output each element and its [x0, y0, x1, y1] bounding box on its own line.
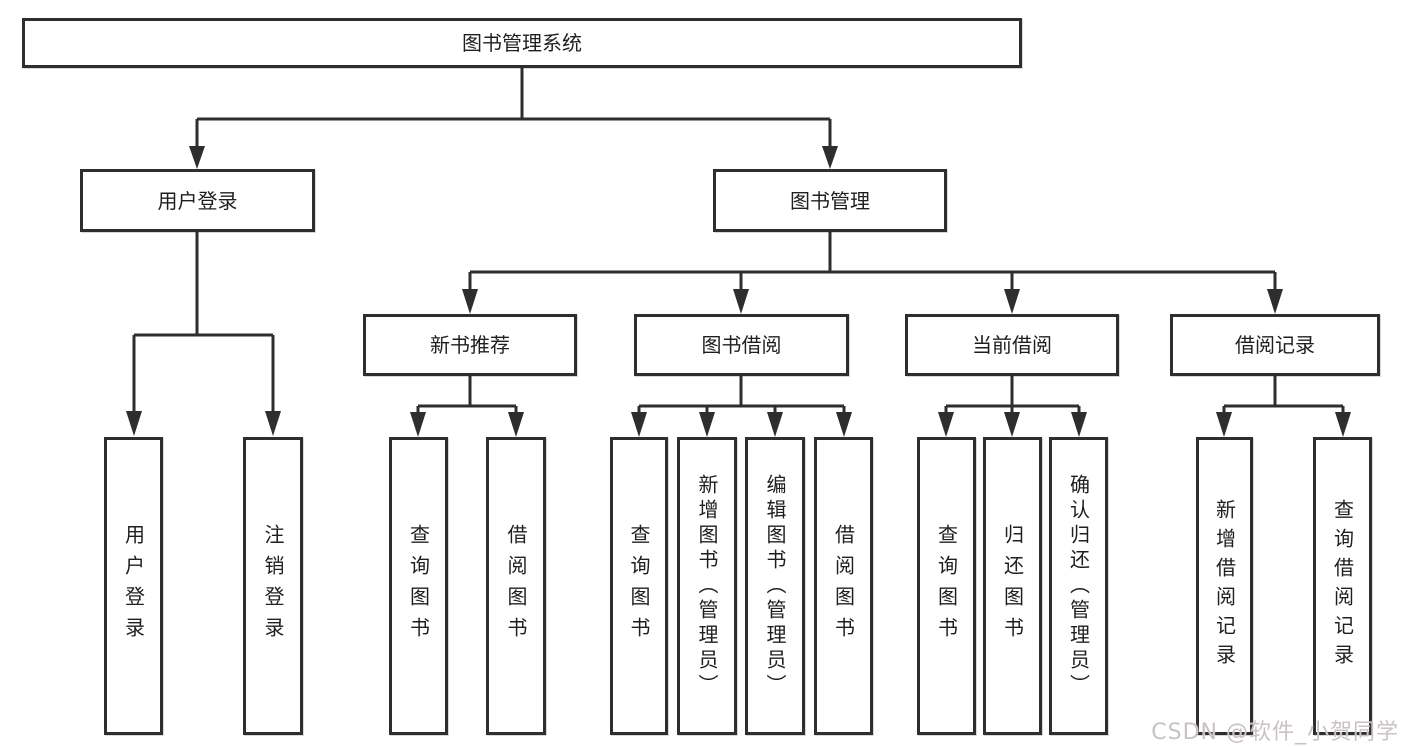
leaf-confirm-return-admin: 确认归还（管理员） [1049, 437, 1108, 735]
node-label: 借阅记录 [1235, 333, 1315, 357]
node-new-book-recommend: 新书推荐 [363, 314, 577, 376]
node-label: 借阅图书 [831, 524, 856, 648]
leaf-query-book: 查询图书 [389, 437, 448, 735]
node-label: 新书推荐 [430, 333, 510, 357]
node-label: 查询借阅记录 [1330, 499, 1355, 673]
node-book-borrow: 图书借阅 [634, 314, 849, 376]
leaf-query-book: 查询图书 [610, 437, 668, 735]
node-current-borrow: 当前借阅 [905, 314, 1119, 376]
arrow-down-icon [767, 412, 783, 437]
arrow-down-icon [410, 412, 426, 437]
node-label: 当前借阅 [972, 333, 1052, 357]
node-label: 借阅图书 [504, 524, 528, 648]
leaf-logout: 注销登录 [243, 437, 303, 735]
arrow-down-icon [733, 289, 749, 314]
node-label: 用户登录 [121, 524, 146, 648]
node-label: 用户登录 [157, 188, 238, 213]
arrow-down-icon [189, 146, 205, 169]
arrow-down-icon [1335, 412, 1351, 437]
node-label: 查询图书 [934, 524, 959, 648]
leaf-return-book: 归还图书 [983, 437, 1042, 735]
arrow-down-icon [265, 411, 281, 436]
node-borrow-record: 借阅记录 [1170, 314, 1380, 376]
arrow-down-icon [1071, 412, 1087, 437]
node-root-library-system: 图书管理系统 [22, 18, 1022, 68]
node-label: 新增图书（管理员） [695, 473, 719, 699]
leaf-query-borrow-record: 查询借阅记录 [1313, 437, 1372, 735]
arrow-down-icon [938, 412, 954, 437]
node-label: 确认归还（管理员） [1066, 473, 1091, 699]
node-book-management: 图书管理 [713, 169, 947, 232]
node-label: 编辑图书（管理员） [763, 473, 787, 699]
leaf-add-book-admin: 新增图书（管理员） [677, 437, 737, 735]
arrow-down-icon [699, 412, 715, 437]
leaf-borrow-book: 借阅图书 [814, 437, 873, 735]
arrow-down-icon [508, 412, 524, 437]
arrow-down-icon [822, 146, 838, 169]
leaf-query-book: 查询图书 [917, 437, 976, 735]
arrow-down-icon [1004, 289, 1020, 314]
arrow-down-icon [1216, 412, 1232, 437]
arrow-down-icon [631, 412, 647, 437]
node-user-login: 用户登录 [80, 169, 315, 232]
node-label: 注销登录 [261, 524, 285, 648]
node-label: 查询图书 [627, 524, 651, 648]
node-label: 归还图书 [1000, 524, 1025, 648]
leaf-add-borrow-record: 新增借阅记录 [1196, 437, 1253, 735]
leaf-user-login: 用户登录 [104, 437, 163, 735]
arrow-down-icon [126, 411, 142, 436]
csdn-watermark: CSDN @软件_小贺同学 [1151, 720, 1399, 745]
arrow-down-icon [836, 412, 852, 437]
node-label: 查询图书 [406, 524, 431, 648]
arrow-down-icon [1004, 412, 1020, 437]
arrow-down-icon [462, 289, 478, 314]
leaf-borrow-book: 借阅图书 [486, 437, 546, 735]
node-label: 图书管理系统 [462, 31, 582, 55]
node-label: 图书借阅 [701, 333, 782, 357]
leaf-edit-book-admin: 编辑图书（管理员） [745, 437, 805, 735]
arrow-down-icon [1267, 289, 1283, 314]
node-label: 图书管理 [790, 188, 870, 213]
node-label: 新增借阅记录 [1212, 499, 1237, 673]
